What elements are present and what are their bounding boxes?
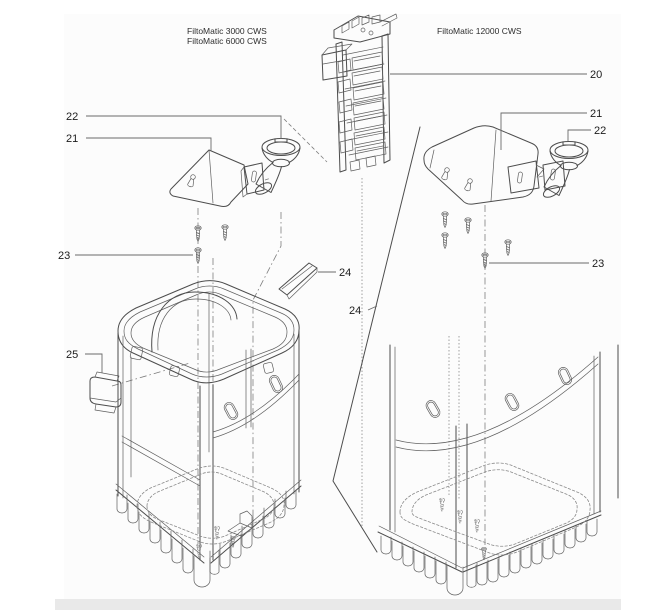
callout-22-left-label: 22	[66, 111, 78, 123]
callout-21-left-leader	[86, 137, 212, 151]
right-cover-strip-part-24	[332, 126, 421, 553]
model-title-left-line2: FiltoMatic 6000 CWS	[187, 36, 267, 46]
right-container	[377, 344, 619, 596]
left-flap-part-25	[89, 371, 122, 414]
right-assembly	[332, 125, 619, 596]
callout-24-right-leader	[367, 305, 378, 311]
callout-22-left-leader	[86, 115, 282, 139]
callout-22-right-label: 22	[594, 125, 606, 137]
left-bracket-part-21	[169, 149, 265, 207]
callout-24-right-label: 24	[349, 305, 361, 317]
callout-20-label: 20	[590, 69, 602, 81]
left-bracket-funnel-connector	[264, 177, 272, 181]
right-bracket-funnel-connector	[538, 175, 544, 178]
callout-21-left-label: 21	[66, 133, 78, 145]
callout-23-right-label: 23	[592, 258, 604, 270]
callout-25-leader	[85, 353, 103, 373]
right-interior-axis-lines	[448, 336, 460, 500]
left-funnel-axis	[252, 212, 282, 520]
assembly-axis-tower-to-funnel	[283, 118, 328, 163]
right-bracket-part-21	[423, 125, 545, 205]
callout-24-left-label: 24	[339, 267, 351, 279]
footer-bar	[55, 599, 621, 610]
callout-21-right-label: 21	[590, 108, 602, 120]
callouts: 20 22 21 23 24 25 21 22 23 24	[58, 69, 606, 373]
left-container	[115, 280, 302, 588]
callout-25-label: 25	[66, 349, 78, 361]
callout-22-right-leader	[567, 129, 591, 141]
callout-23-left-label: 23	[58, 250, 70, 262]
filter-tower-part-20	[321, 13, 398, 173]
page-scan-area	[64, 14, 621, 600]
left-assembly	[89, 138, 318, 588]
left-cover-strip-part-24	[278, 262, 318, 300]
model-title-left-line1: FiltoMatic 3000 CWS	[187, 26, 267, 36]
callout-21-right-leader	[500, 112, 587, 150]
model-title-right: FiltoMatic 12000 CWS	[437, 26, 522, 36]
